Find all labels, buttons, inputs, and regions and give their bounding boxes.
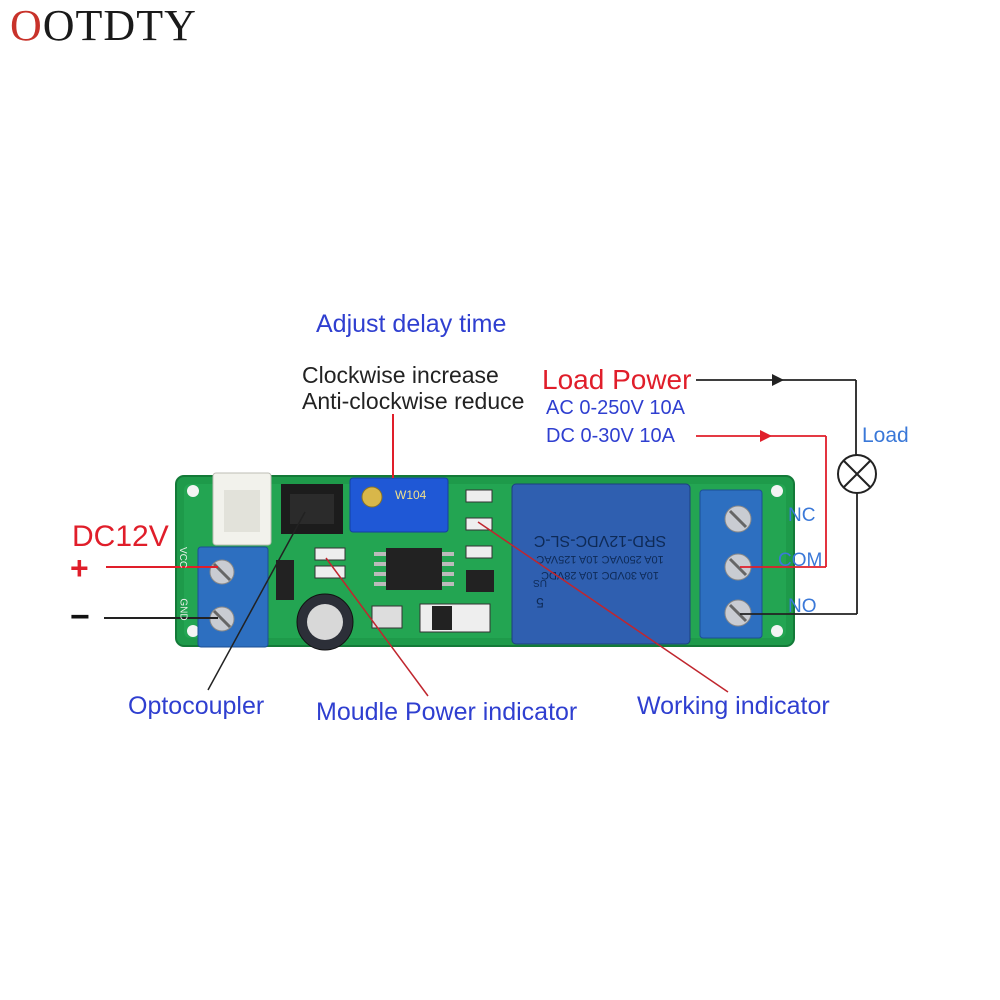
pot-code: W104 [395, 488, 427, 502]
brand-first-letter: O [10, 1, 43, 50]
plus-label: + [70, 550, 89, 586]
ac-rating-label: AC 0-250V 10A [546, 397, 685, 419]
relay-model-text: SRD-12VDC-SL-C [534, 532, 666, 549]
vcc-silkscreen: VCC [177, 546, 189, 569]
relay-rating-line1: 10A 250VAC 10A 125VAC [536, 553, 663, 565]
brand-rest: OTDTY [42, 1, 197, 50]
relay-mark: US [533, 577, 547, 588]
power-indicator-label: Moudle Power indicator [316, 698, 578, 726]
anticlockwise-label: Anti-clockwise reduce [302, 388, 525, 414]
relay [511, 483, 691, 645]
power-led [314, 547, 346, 561]
minus-label: − [70, 598, 90, 636]
gnd-silkscreen: GND [177, 598, 189, 621]
clockwise-label: Clockwise increase [302, 362, 499, 388]
working-indicator-label: Working indicator [637, 692, 830, 720]
brand-logo: OOTDTY [10, 2, 197, 50]
dc12v-label: DC12V [72, 520, 169, 553]
load-label: Load [862, 424, 909, 447]
load-power-label: Load Power [542, 364, 692, 395]
timer-ic [386, 548, 442, 590]
optocoupler-label: Optocoupler [128, 692, 265, 720]
nc-label: NC [788, 505, 816, 526]
relay-rating-line2: 10A 30VDC 10A 28VDC [541, 569, 659, 581]
input-terminal-block [197, 546, 269, 648]
relay-number: 5 [536, 595, 544, 611]
dc-rating-label: DC 0-30V 10A [546, 425, 675, 447]
com-label: COM [778, 550, 823, 571]
no-label: NO [788, 596, 817, 617]
potentiometer [349, 477, 449, 533]
working-led [465, 489, 493, 503]
adjust-delay-label: Adjust delay time [316, 310, 507, 338]
